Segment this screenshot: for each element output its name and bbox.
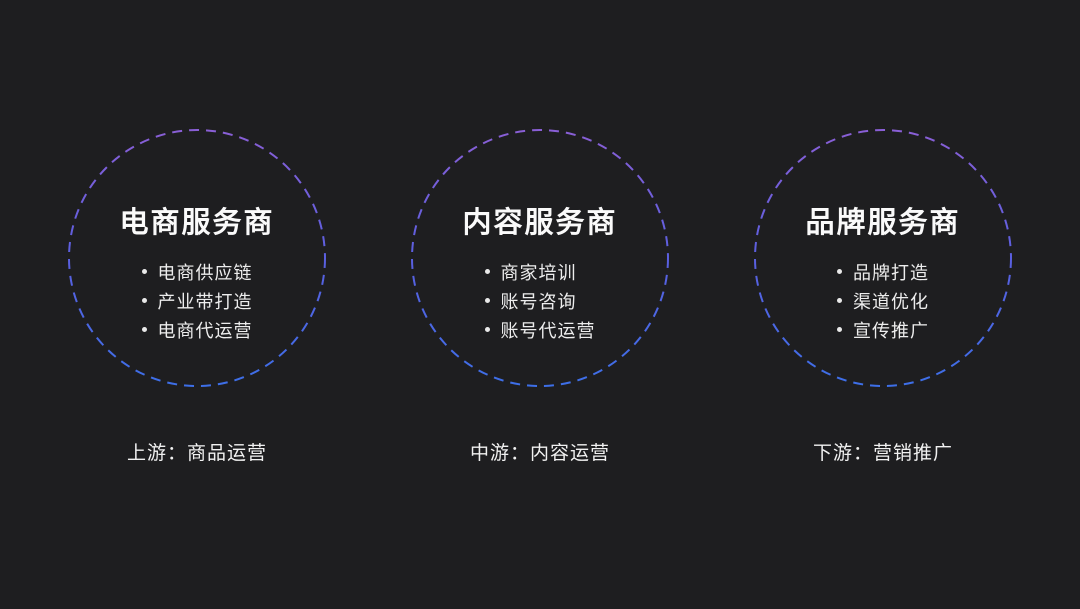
circle-content: 品牌服务商 品牌打造 渠道优化 宣传推广 bbox=[753, 128, 1013, 388]
bullet-text: 商家培训 bbox=[500, 262, 577, 283]
circle-border-icon bbox=[754, 129, 1012, 387]
list-item: 渠道优化 bbox=[837, 286, 929, 315]
node-ecommerce-provider: 电商服务商 电商供应链 产业带打造 电商代运营 上游：商品运营 bbox=[67, 128, 327, 465]
stage-label-midstream: 中游：内容运营 bbox=[469, 443, 610, 464]
bullet-dot-icon bbox=[141, 269, 147, 274]
bullet-text: 宣传推广 bbox=[853, 320, 929, 341]
dashed-connector-icon bbox=[682, 256, 741, 260]
bullet-dot-icon bbox=[837, 298, 842, 303]
stage-label-downstream: 下游：营销推广 bbox=[812, 443, 953, 464]
bullet-dot-icon bbox=[837, 269, 842, 274]
circle-title: 电商服务商 bbox=[119, 207, 275, 239]
bullet-text: 品牌打造 bbox=[853, 262, 929, 283]
list-item: 账号咨询 bbox=[484, 286, 596, 315]
bullet-dot-icon bbox=[484, 298, 490, 303]
list-item: 电商代运营 bbox=[141, 315, 253, 344]
bullet-dot-icon bbox=[484, 269, 490, 274]
dashed-circle-brand: 品牌服务商 品牌打造 渠道优化 宣传推广 bbox=[753, 128, 1013, 388]
node-content-provider: 内容服务商 商家培训 账号咨询 账号代运营 中游：内容运营 bbox=[410, 128, 670, 465]
connector-2 bbox=[670, 128, 753, 388]
list-item: 产业带打造 bbox=[141, 286, 253, 315]
nodes-row: 电商服务商 电商供应链 产业带打造 电商代运营 上游：商品运营 bbox=[0, 128, 1080, 465]
circle-content: 电商服务商 电商供应链 产业带打造 电商代运营 bbox=[67, 128, 327, 388]
dashed-circle-ecommerce: 电商服务商 电商供应链 产业带打造 电商代运营 bbox=[67, 128, 327, 388]
bullet-text: 电商代运营 bbox=[157, 320, 253, 341]
bullet-dot-icon bbox=[141, 327, 147, 332]
list-item: 宣传推广 bbox=[837, 315, 929, 344]
dashed-connector-icon bbox=[339, 256, 398, 260]
bullet-list: 品牌打造 渠道优化 宣传推广 bbox=[837, 257, 929, 344]
dashed-circle-content: 内容服务商 商家培训 账号咨询 账号代运营 bbox=[410, 128, 670, 388]
circle-border-icon bbox=[411, 129, 669, 387]
bullet-list: 商家培训 账号咨询 账号代运营 bbox=[484, 257, 596, 344]
list-item: 账号代运营 bbox=[484, 315, 596, 344]
bullet-text: 产业带打造 bbox=[157, 291, 253, 312]
bullet-list: 电商供应链 产业带打造 电商代运营 bbox=[141, 257, 253, 344]
list-item: 商家培训 bbox=[484, 257, 596, 286]
stage-label-upstream: 上游：商品运营 bbox=[126, 443, 267, 464]
bullet-dot-icon bbox=[141, 298, 147, 303]
circle-title: 品牌服务商 bbox=[805, 207, 961, 239]
circle-title: 内容服务商 bbox=[462, 207, 618, 239]
list-item: 电商供应链 bbox=[141, 257, 253, 286]
connector-1 bbox=[327, 128, 410, 388]
circle-content: 内容服务商 商家培训 账号咨询 账号代运营 bbox=[410, 128, 670, 388]
bullet-text: 账号代运营 bbox=[500, 320, 596, 341]
bullet-dot-icon bbox=[484, 327, 490, 332]
bullet-text: 电商供应链 bbox=[157, 262, 253, 283]
list-item: 品牌打造 bbox=[837, 257, 929, 286]
bullet-text: 账号咨询 bbox=[500, 291, 577, 312]
bullet-text: 渠道优化 bbox=[853, 291, 929, 312]
node-brand-provider: 品牌服务商 品牌打造 渠道优化 宣传推广 下游：营销推广 bbox=[753, 128, 1013, 465]
bullet-dot-icon bbox=[837, 327, 842, 332]
circle-border-icon bbox=[68, 129, 326, 387]
